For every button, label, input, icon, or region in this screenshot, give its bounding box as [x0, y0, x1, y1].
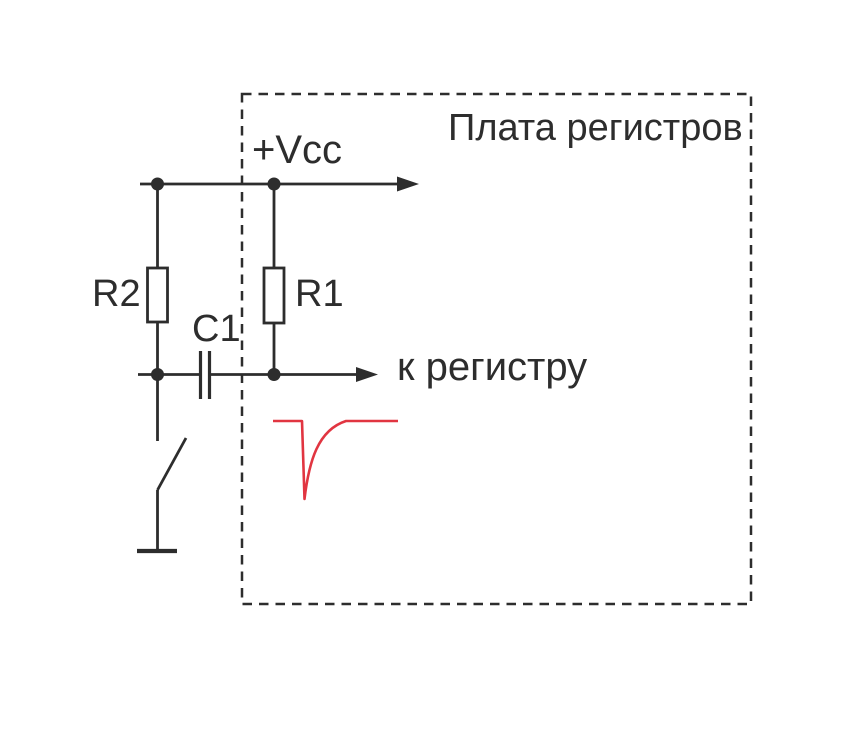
resistor-r2-label: R2 [92, 273, 141, 315]
to-register-label: к регистру [397, 345, 588, 389]
register-board-outline [240, 92, 753, 606]
vcc-rail-arrowhead [397, 176, 419, 192]
resistor-r1-symbol [262, 184, 286, 375]
switch-symbol [156, 374, 188, 551]
pulse-waveform [273, 419, 398, 501]
board-title: Плата регистров [448, 107, 743, 149]
junction-dot-vcc-left [151, 177, 164, 191]
junction-dot-vcc-right [267, 177, 281, 191]
junction-dot-out-right [267, 368, 281, 381]
resistor-r1-label: R1 [295, 273, 344, 315]
capacitor-c1-label: C1 [192, 308, 241, 350]
output-arrowhead [356, 367, 378, 382]
resistor-r2-symbol [146, 184, 169, 375]
output-wire [138, 367, 378, 382]
vcc-label: +Vcc [252, 128, 343, 172]
capacitor-c1-symbol [198, 351, 212, 399]
